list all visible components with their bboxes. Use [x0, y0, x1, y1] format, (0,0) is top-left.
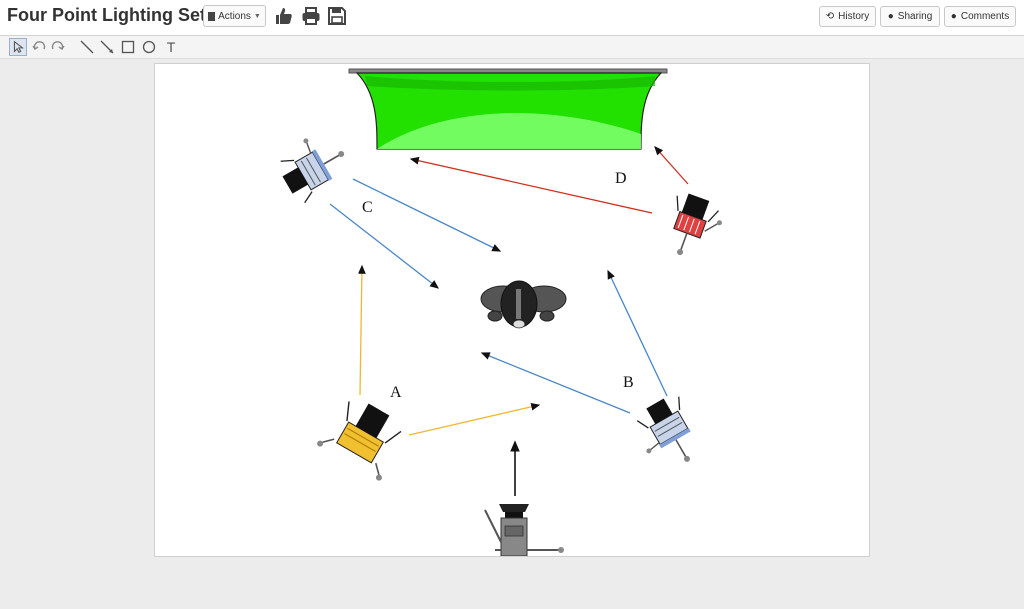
comments-label: Comments [960, 11, 1010, 22]
light-b-blue[interactable] [628, 391, 710, 477]
line-tool-icon[interactable] [78, 38, 96, 56]
user-icon: ● [887, 11, 894, 22]
arrow-b-up[interactable] [607, 269, 668, 397]
light-d-red[interactable] [658, 190, 727, 265]
comments-button[interactable]: ● Comments [944, 6, 1016, 27]
label-a: A [390, 384, 402, 401]
top-bar: Four Point Lighting Setup Actions ▼ ⟲ Hi… [0, 0, 1024, 36]
undo-icon[interactable] [30, 38, 48, 56]
arrow-c-right[interactable] [352, 178, 502, 252]
history-button[interactable]: ⟲ History [819, 6, 876, 27]
rectangle-tool-icon[interactable] [119, 38, 137, 56]
actions-button[interactable]: Actions ▼ [203, 5, 266, 27]
label-c: C [362, 199, 373, 216]
subject-person[interactable] [480, 280, 567, 329]
lighting-diagram [272, 68, 727, 556]
arrow-c-down[interactable] [329, 203, 440, 289]
camera[interactable] [484, 504, 564, 556]
arrow-line-tool-icon[interactable] [98, 38, 116, 56]
diagram-canvas[interactable]: A B C D [154, 63, 870, 557]
thumbs-up-icon[interactable] [274, 6, 294, 26]
light-a-yellow[interactable] [316, 391, 411, 482]
drawing-toolbar: T [0, 36, 1024, 59]
label-d: D [615, 170, 627, 187]
comment-icon: ● [950, 11, 957, 22]
history-label: History [838, 11, 870, 22]
history-icon: ⟲ [825, 11, 835, 22]
arrow-a-up[interactable] [357, 264, 366, 396]
green-screen-backdrop[interactable] [348, 68, 668, 150]
document-icon [208, 11, 216, 21]
sharing-label: Sharing [897, 11, 933, 22]
light-c-blue[interactable] [272, 125, 356, 206]
floppy-disk-icon[interactable] [327, 6, 347, 26]
label-b: B [623, 374, 634, 391]
print-icon[interactable] [301, 6, 321, 26]
arrow-d-left[interactable] [409, 156, 653, 214]
sharing-button[interactable]: ● Sharing [880, 6, 940, 27]
circle-tool-icon[interactable] [140, 38, 158, 56]
select-tool-icon[interactable] [9, 38, 27, 56]
actions-label: Actions [218, 10, 251, 22]
arrow-b-left[interactable] [480, 352, 631, 414]
arrow-d-up[interactable] [654, 146, 689, 185]
arrow-a-right[interactable] [408, 402, 541, 436]
redo-icon[interactable] [49, 38, 67, 56]
document-title: Four Point Lighting Setup [7, 5, 228, 25]
caret-down-icon: ▼ [253, 12, 261, 20]
text-tool-icon[interactable]: T [166, 39, 176, 55]
